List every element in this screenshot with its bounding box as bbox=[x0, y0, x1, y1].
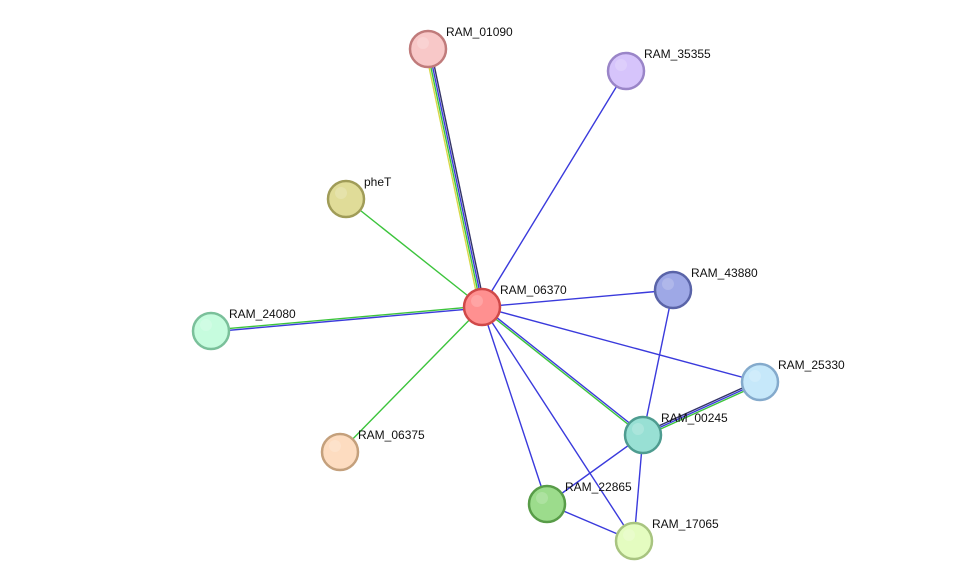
node-highlight bbox=[200, 319, 212, 331]
node-label: RAM_06370 bbox=[500, 283, 567, 297]
edge-line-blue bbox=[211, 307, 483, 333]
edge-line-green bbox=[643, 383, 762, 438]
node-circle[interactable] bbox=[653, 270, 693, 310]
edge-ram-43880-ram-00245 bbox=[642, 289, 674, 436]
node-label: pheT bbox=[364, 175, 392, 189]
edge-line-green bbox=[339, 306, 483, 453]
edge-line-yellow bbox=[424, 49, 481, 308]
node-phet[interactable]: pheT bbox=[326, 175, 392, 219]
edge-ram-06370-ram-43880 bbox=[481, 289, 674, 308]
edge-line-blue bbox=[428, 48, 484, 307]
node-ram-17065[interactable]: RAM_17065 bbox=[614, 517, 719, 561]
node-highlight bbox=[632, 423, 644, 435]
edge-ram-06370-ram-06375 bbox=[339, 306, 483, 453]
node-highlight bbox=[615, 59, 627, 71]
node-ram-06375[interactable]: RAM_06375 bbox=[320, 428, 425, 472]
edge-ram-06370-ram-00245 bbox=[481, 305, 644, 437]
node-label: RAM_24080 bbox=[229, 307, 296, 321]
node-ram-35355[interactable]: RAM_35355 bbox=[606, 47, 711, 91]
node-circle[interactable] bbox=[191, 311, 231, 351]
edge-line-green bbox=[345, 198, 483, 308]
edge-line-blue bbox=[481, 306, 761, 383]
node-highlight bbox=[749, 370, 761, 382]
edge-line-green bbox=[426, 49, 482, 308]
node-circle[interactable] bbox=[462, 287, 502, 327]
edge-line-blue bbox=[642, 289, 674, 436]
node-label: RAM_17065 bbox=[652, 517, 719, 531]
edge-ram-06370-ram-22865 bbox=[481, 306, 548, 505]
node-label: RAM_25330 bbox=[778, 358, 845, 372]
node-ram-25330[interactable]: RAM_25330 bbox=[740, 358, 845, 402]
node-label: RAM_43880 bbox=[691, 266, 758, 280]
edges-layer bbox=[210, 48, 762, 542]
edge-ram-00245-ram-22865 bbox=[546, 434, 644, 505]
node-label: RAM_06375 bbox=[358, 428, 425, 442]
node-ram-22865[interactable]: RAM_22865 bbox=[527, 480, 632, 524]
edge-ram-06370-ram-24080 bbox=[210, 305, 483, 333]
edge-line-blue bbox=[546, 434, 644, 505]
node-highlight bbox=[536, 492, 548, 504]
node-label: RAM_22865 bbox=[565, 480, 632, 494]
node-highlight bbox=[335, 187, 347, 199]
node-ram-43880[interactable]: RAM_43880 bbox=[653, 266, 758, 310]
node-label: RAM_01090 bbox=[446, 25, 513, 39]
node-ram-24080[interactable]: RAM_24080 bbox=[191, 307, 296, 351]
edge-line-dark bbox=[429, 48, 486, 307]
node-circle[interactable] bbox=[740, 362, 780, 402]
node-circle[interactable] bbox=[606, 51, 646, 91]
edge-ram-06370-phet bbox=[345, 198, 483, 308]
node-label: RAM_00245 bbox=[661, 411, 728, 425]
node-label: RAM_35355 bbox=[644, 47, 711, 61]
edge-line-blue bbox=[642, 381, 761, 436]
edge-line-blue bbox=[481, 70, 627, 308]
node-circle[interactable] bbox=[623, 415, 663, 455]
node-circle[interactable] bbox=[614, 521, 654, 561]
edge-line-green bbox=[481, 307, 643, 437]
node-ram-00245[interactable]: RAM_00245 bbox=[623, 411, 728, 455]
node-highlight bbox=[471, 295, 483, 307]
node-ram-01090[interactable]: RAM_01090 bbox=[408, 25, 513, 69]
edge-ram-06370-ram-17065 bbox=[481, 306, 635, 542]
edge-ram-25330-ram-00245 bbox=[641, 379, 762, 438]
node-highlight bbox=[417, 37, 429, 49]
node-circle[interactable] bbox=[320, 432, 360, 472]
edge-line-green bbox=[210, 305, 482, 331]
node-ram-06370[interactable]: RAM_06370 bbox=[462, 283, 567, 327]
node-highlight bbox=[329, 440, 341, 452]
node-circle[interactable] bbox=[326, 179, 366, 219]
node-highlight bbox=[662, 278, 674, 290]
edge-ram-06370-ram-35355 bbox=[481, 70, 627, 308]
edge-line-blue bbox=[481, 289, 674, 308]
edge-ram-06370-ram-01090 bbox=[424, 48, 486, 308]
edge-line-blue bbox=[481, 306, 635, 542]
node-circle[interactable] bbox=[527, 484, 567, 524]
node-circle[interactable] bbox=[408, 29, 448, 69]
edge-line-dark bbox=[641, 379, 760, 434]
edge-line-blue bbox=[482, 305, 644, 435]
edge-line-blue bbox=[481, 306, 548, 505]
node-highlight bbox=[623, 529, 635, 541]
edge-ram-06370-ram-25330 bbox=[481, 306, 761, 383]
